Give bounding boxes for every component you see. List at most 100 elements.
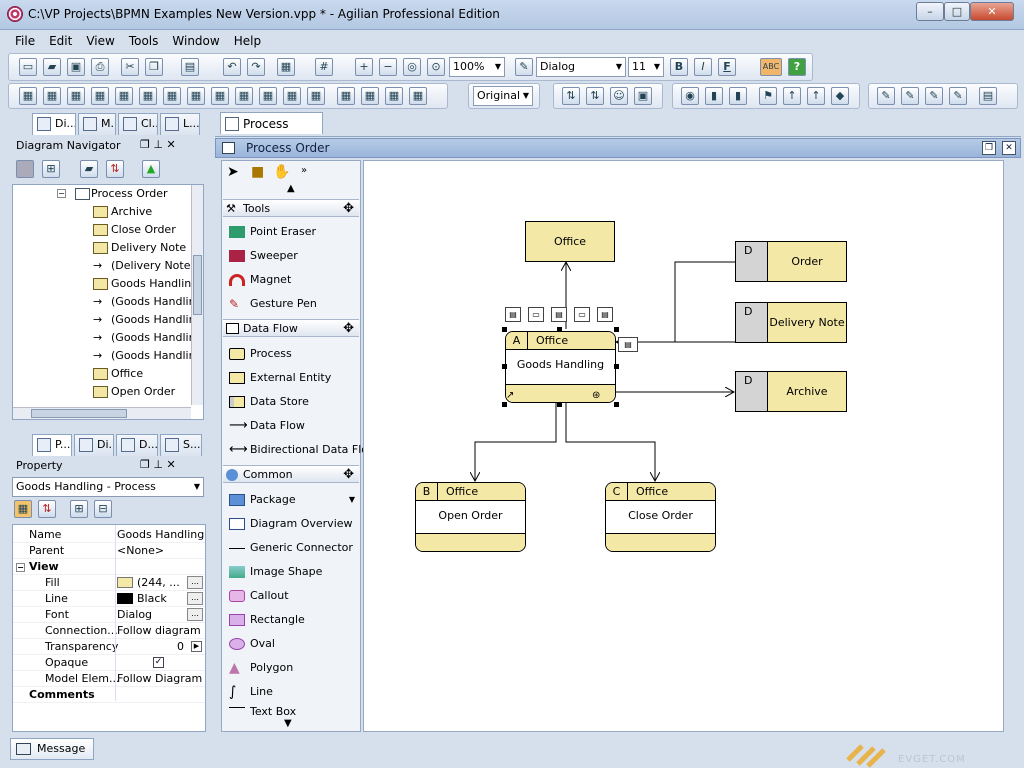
align-icon[interactable]: ▦ — [277, 58, 295, 76]
palette-item-polygon[interactable]: ▲Polygon — [225, 657, 357, 679]
help-button[interactable]: ? — [788, 58, 806, 76]
palette-item-generic-connector[interactable]: Generic Connector — [225, 537, 357, 559]
save-icon[interactable]: ▣ — [67, 58, 85, 76]
diagram-type-icon[interactable]: ▦ — [409, 87, 427, 105]
selected-element-select[interactable]: Goods Handling - Process▼ — [12, 477, 204, 497]
palette-item-bidirectional-flow[interactable]: ⟷Bidirectional Data Flow — [225, 439, 377, 461]
scroll-thumb[interactable] — [193, 255, 202, 315]
palette-item-image-shape[interactable]: Image Shape — [225, 561, 357, 583]
ellipsis-button[interactable]: ... — [187, 592, 203, 605]
sort-icon[interactable]: ⇅ — [38, 500, 56, 518]
pin-icon[interactable]: ▮ — [729, 87, 747, 105]
palette-item-line[interactable]: ∫Line — [225, 681, 357, 703]
edit-doc-icon[interactable]: ✎ — [949, 87, 967, 105]
edit-doc-icon[interactable]: ✎ — [877, 87, 895, 105]
spinner-button[interactable]: ▶ — [191, 641, 202, 652]
square-icon[interactable] — [16, 160, 34, 178]
font-size-select[interactable]: 11▼ — [628, 57, 664, 77]
palette-item-rectangle[interactable]: Rectangle — [225, 609, 357, 631]
zoom-in-icon[interactable]: + — [355, 58, 373, 76]
new-icon[interactable]: ▭ — [19, 58, 37, 76]
menu-window[interactable]: Window — [172, 34, 220, 48]
message-tab[interactable]: Message — [10, 738, 94, 760]
property-value[interactable]: 0 — [177, 640, 184, 653]
palette-item-oval[interactable]: Oval — [225, 633, 357, 655]
diagram-type-icon[interactable]: ▦ — [337, 87, 355, 105]
pin-icon[interactable]: ⊥ — [153, 458, 163, 471]
diagram-type-icon[interactable]: ▦ — [91, 87, 109, 105]
grid-icon[interactable]: # — [315, 58, 333, 76]
horizontal-scrollbar[interactable] — [13, 407, 191, 419]
palette-item-data-flow[interactable]: ⟶Data Flow — [225, 415, 357, 437]
shapes-icon[interactable]: ◆ — [831, 87, 849, 105]
open-icon[interactable]: ▰ — [43, 58, 61, 76]
collapse-all-icon[interactable]: ⊟ — [94, 500, 112, 518]
diagram-type-icon[interactable]: ▦ — [187, 87, 205, 105]
diagram-type-icon[interactable]: ▦ — [163, 87, 181, 105]
resize-handle[interactable] — [614, 364, 619, 369]
layout-icon[interactable]: ⇅ — [562, 87, 580, 105]
open-spec-icon[interactable]: ↗ — [506, 390, 515, 401]
arrow-up-icon[interactable]: ↑ — [807, 87, 825, 105]
property-value[interactable]: Black — [137, 592, 167, 605]
palette-item-process[interactable]: Process — [225, 343, 357, 365]
palette-item-package[interactable]: Package▼ — [225, 489, 357, 511]
copy-icon[interactable]: ❐ — [145, 58, 163, 76]
diagram-type-icon[interactable]: ▦ — [19, 87, 37, 105]
tab-model-explorer[interactable]: M... — [78, 113, 116, 135]
restore-icon[interactable]: ❐ — [140, 138, 150, 151]
report-icon[interactable]: ▤ — [979, 87, 997, 105]
chevron-down-icon[interactable]: ▼ — [348, 495, 355, 504]
add-store-icon[interactable]: ▭ — [574, 307, 590, 322]
minimize-button[interactable]: – — [916, 2, 944, 21]
move-icon[interactable]: ✥ — [343, 201, 354, 216]
ellipsis-button[interactable]: ... — [187, 608, 203, 621]
spell-check-button[interactable]: ABC — [760, 58, 782, 76]
folder-icon[interactable]: ▰ — [80, 160, 98, 178]
flag-icon[interactable]: ⚑ — [759, 87, 777, 105]
palette-item-diagram-overview[interactable]: Diagram Overview — [225, 513, 357, 535]
palette-group-common[interactable]: Common✥ — [223, 465, 359, 483]
layout-icon[interactable]: ⇅ — [586, 87, 604, 105]
restore-icon[interactable]: ❐ — [140, 458, 150, 471]
add-entity-icon[interactable]: ▤ — [551, 307, 567, 322]
diagram-type-icon[interactable]: ▦ — [307, 87, 325, 105]
palette-item-data-store[interactable]: Data Store — [225, 391, 357, 413]
palette-item-callout[interactable]: Callout — [225, 585, 357, 607]
menu-help[interactable]: Help — [233, 34, 262, 48]
property-value[interactable]: (244, ... — [137, 576, 180, 589]
scroll-up-icon[interactable]: ▲ — [287, 183, 295, 194]
export-icon[interactable]: ▣ — [634, 87, 652, 105]
opaque-checkbox[interactable]: ✓ — [153, 657, 164, 668]
print-icon[interactable]: ⎙ — [91, 58, 109, 76]
sort-icon[interactable]: ⇅ — [106, 160, 124, 178]
expand-all-icon[interactable]: ⊞ — [70, 500, 88, 518]
palette-item-external-entity[interactable]: External Entity — [225, 367, 357, 389]
resize-handle[interactable] — [502, 327, 507, 332]
zoom-fit-icon[interactable]: ◎ — [403, 58, 421, 76]
tree-icon[interactable]: ⊞ — [42, 160, 60, 178]
italic-button[interactable]: I — [694, 58, 712, 76]
move-icon[interactable]: ✥ — [343, 321, 354, 336]
scroll-thumb[interactable] — [31, 409, 127, 418]
property-value[interactable]: Follow diagram — [117, 624, 201, 637]
zoom-out-icon[interactable]: − — [379, 58, 397, 76]
resize-handle[interactable] — [557, 402, 562, 407]
palette-item-sweeper[interactable]: Sweeper — [225, 245, 357, 267]
restore-icon[interactable]: ❐ — [982, 141, 996, 155]
lock-icon[interactable]: ■ — [251, 164, 265, 180]
collapse-icon[interactable]: − — [16, 563, 25, 572]
close-icon[interactable]: ✕ — [166, 138, 176, 151]
flow-to-close-order[interactable] — [565, 403, 655, 481]
diagram-type-icon[interactable]: ▦ — [385, 87, 403, 105]
resize-handle[interactable] — [502, 364, 507, 369]
paste-icon[interactable]: ▤ — [181, 58, 199, 76]
zoom-select[interactable]: 100%▼ — [449, 57, 505, 77]
zoom-actual-icon[interactable]: ⊙ — [427, 58, 445, 76]
edit-doc-icon[interactable]: ✎ — [901, 87, 919, 105]
edit-doc-icon[interactable]: ✎ — [925, 87, 943, 105]
